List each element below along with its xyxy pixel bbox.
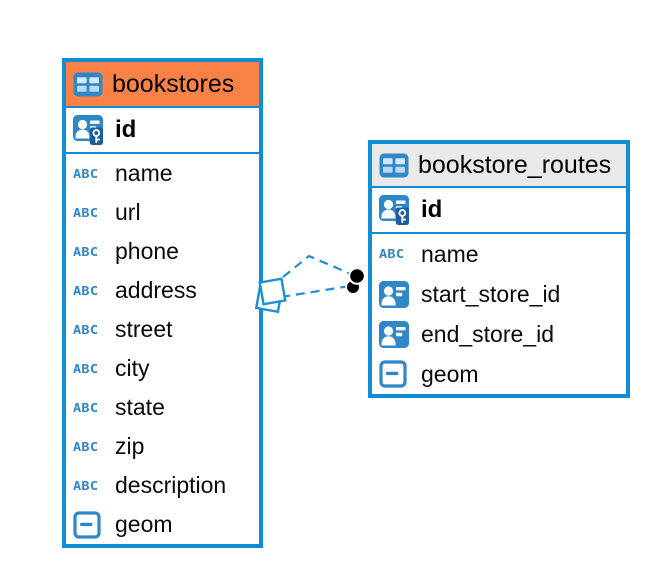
table-icon — [73, 72, 103, 97]
abc-text-icon: ABC — [73, 321, 99, 338]
column-row[interactable]: ABC state — [66, 388, 259, 427]
entity-header[interactable]: bookstores — [66, 62, 259, 108]
column-name: address — [115, 277, 197, 303]
column-row[interactable]: ABC phone — [66, 232, 259, 271]
column-row[interactable]: ABC description — [66, 466, 259, 505]
abc-text-icon: ABC — [73, 204, 99, 221]
column-row[interactable]: geom — [66, 505, 259, 544]
entity-bookstores[interactable]: bookstores id ABC name ABC url ABC phone — [62, 58, 263, 548]
relationship-line[interactable] — [280, 284, 351, 299]
table-icon — [379, 153, 409, 178]
column-name: street — [115, 316, 173, 342]
column-name: geom — [421, 360, 479, 387]
relationship-target-marker[interactable] — [345, 267, 366, 295]
abc-text-icon: ABC — [73, 282, 99, 299]
abc-text-icon: ABC — [73, 165, 99, 182]
primary-key-icon — [73, 115, 113, 145]
abc-text-icon: ABC — [73, 438, 99, 455]
column-row[interactable]: geom — [372, 354, 626, 394]
column-name: id — [421, 196, 443, 223]
column-row[interactable]: ABC zip — [66, 427, 259, 466]
column-name: name — [421, 240, 479, 267]
column-name: state — [115, 394, 165, 420]
entity-title: bookstore_routes — [418, 150, 612, 179]
primary-key-icon — [379, 195, 419, 225]
column-name: description — [115, 472, 227, 498]
column-name: end_store_id — [421, 320, 554, 347]
column-name: zip — [115, 433, 145, 459]
relationship-source-marker[interactable] — [254, 277, 287, 314]
column-name: id — [115, 116, 137, 143]
abc-text-icon: ABC — [73, 477, 99, 494]
abc-text-icon: ABC — [379, 246, 405, 262]
geometry-icon — [73, 511, 113, 539]
column-name: start_store_id — [421, 280, 561, 307]
entity-title: bookstores — [112, 69, 235, 98]
entity-header[interactable]: bookstore_routes — [372, 144, 626, 188]
abc-text-icon: ABC — [73, 243, 99, 260]
column-name: url — [115, 199, 141, 225]
abc-text-icon: ABC — [73, 360, 99, 377]
column-row[interactable]: ABC street — [66, 310, 259, 349]
abc-text-icon: ABC — [73, 399, 99, 416]
column-row[interactable]: ABC city — [66, 349, 259, 388]
geometry-icon — [379, 360, 419, 388]
relationship-line[interactable] — [282, 254, 354, 278]
column-name: phone — [115, 238, 179, 264]
column-row[interactable]: ABC url — [66, 193, 259, 232]
column-name: city — [115, 355, 150, 381]
person-reference-icon — [379, 281, 419, 308]
column-row[interactable]: id — [66, 108, 259, 152]
entity-bookstore-routes[interactable]: bookstore_routes id ABC name start_store… — [368, 140, 630, 398]
column-row[interactable]: ABC name — [66, 154, 259, 193]
column-row[interactable]: start_store_id — [372, 274, 626, 314]
column-name: geom — [115, 511, 173, 537]
column-row[interactable]: ABC address — [66, 271, 259, 310]
column-name: name — [115, 160, 173, 186]
person-reference-icon — [379, 321, 419, 348]
column-row[interactable]: end_store_id — [372, 314, 626, 354]
column-row[interactable]: ABC name — [372, 234, 626, 274]
column-row[interactable]: id — [372, 188, 626, 232]
